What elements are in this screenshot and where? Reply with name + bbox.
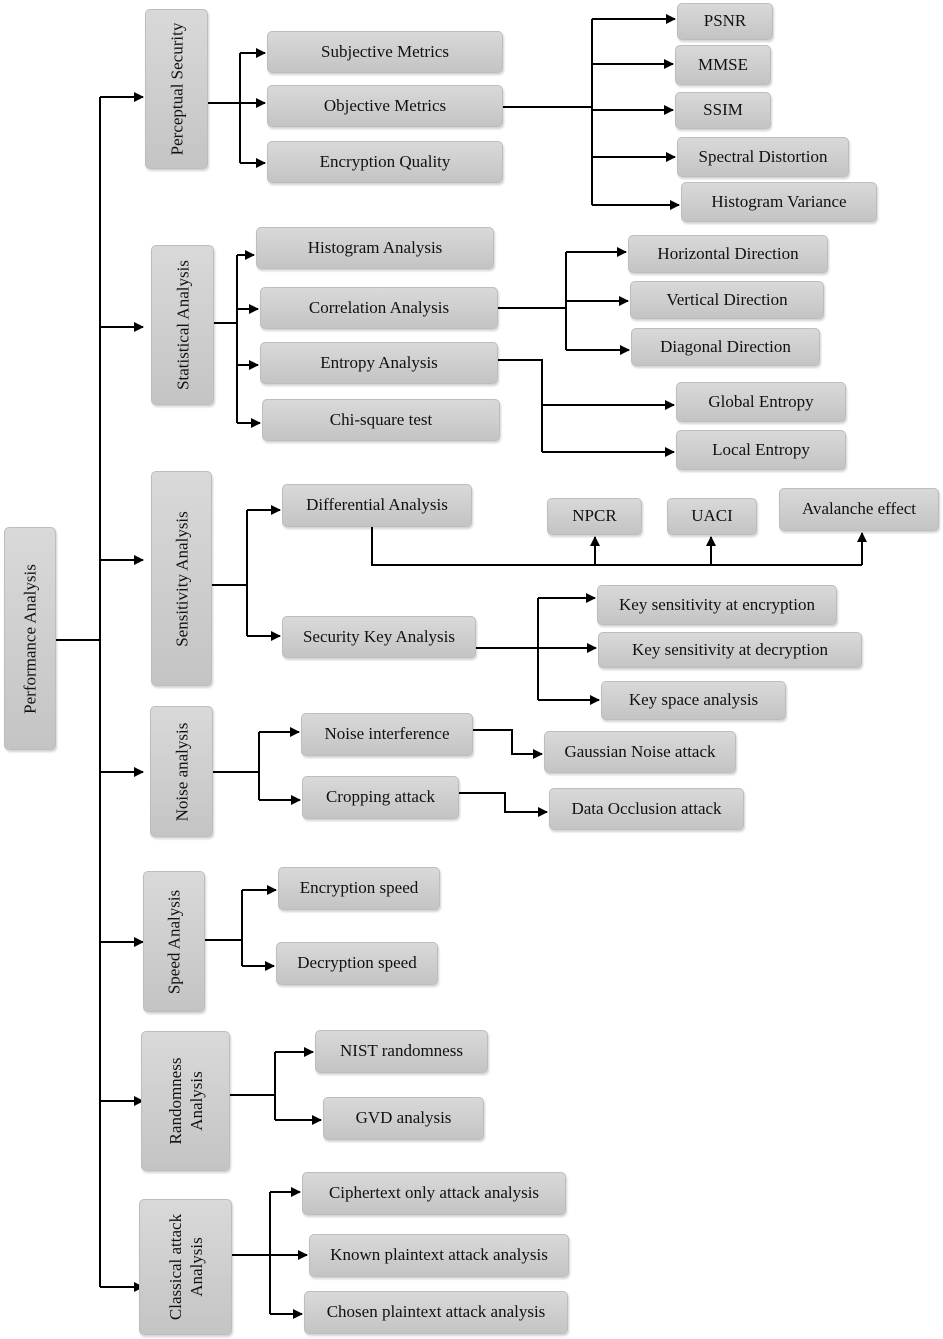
encryption-speed-node: Encryption speed: [278, 867, 440, 910]
gaussian-noise-attack-node: Gaussian Noise attack: [544, 731, 736, 773]
objective-metrics-node: Objective Metrics: [267, 85, 503, 127]
uaci-node: UACI: [667, 498, 757, 535]
diagonal-direction-node: Diagonal Direction: [631, 328, 820, 366]
decryption-speed-node: Decryption speed: [276, 942, 438, 985]
histogram-analysis-node: Histogram Analysis: [256, 227, 494, 269]
perceptual-security-node: Perceptual Security: [145, 9, 208, 169]
sensitivity-analysis-node: Sensitivity Analysis: [151, 471, 212, 686]
randomness-analysis-node: Randomness Analysis: [141, 1031, 230, 1171]
connector-52: [473, 729, 543, 759]
security-key-analysis-node: Security Key Analysis: [282, 616, 476, 658]
statistical-analysis-label: Statistical Analysis: [172, 260, 192, 390]
cropping-attack-node: Cropping attack: [302, 776, 459, 819]
ssim-node: SSIM: [675, 92, 771, 129]
noise-interference-node: Noise interference: [301, 713, 473, 756]
key-sensitivity-decryption-node: Key sensitivity at decryption: [598, 632, 862, 668]
gvd-analysis-node: GVD analysis: [323, 1097, 484, 1140]
data-occlusion-attack-node: Data Occlusion attack: [549, 788, 744, 830]
connector-53: [459, 792, 548, 817]
correlation-analysis-node: Correlation Analysis: [260, 287, 498, 329]
known-plaintext-attack-node: Known plaintext attack analysis: [309, 1234, 569, 1277]
mmse-node: MMSE: [675, 45, 771, 85]
chosen-plaintext-attack-node: Chosen plaintext attack analysis: [304, 1291, 568, 1334]
entropy-analysis-node: Entropy Analysis: [260, 342, 498, 384]
noise-analysis-label: Noise analysis: [171, 722, 191, 821]
sensitivity-analysis-label: Sensitivity Analysis: [171, 510, 191, 647]
avalanche-effect-node: Avalanche effect: [779, 488, 939, 531]
root-node: Performance Analysis: [4, 527, 56, 750]
subjective-metrics-node: Subjective Metrics: [267, 31, 503, 73]
nist-randomness-node: NIST randomness: [315, 1030, 488, 1073]
noise-analysis-node: Noise analysis: [150, 706, 213, 837]
randomness-analysis-label: Randomness Analysis: [165, 1057, 206, 1145]
perceptual-security-label: Perceptual Security: [166, 22, 186, 156]
global-entropy-node: Global Entropy: [676, 382, 846, 422]
classical-attack-analysis-node: Classical attack Analysis: [139, 1199, 232, 1335]
histogram-variance-node: Histogram Variance: [681, 182, 877, 222]
differential-analysis-node: Differential Analysis: [282, 484, 472, 527]
encryption-quality-node: Encryption Quality: [267, 141, 503, 183]
psnr-node: PSNR: [677, 3, 773, 40]
local-entropy-node: Local Entropy: [676, 430, 846, 470]
horizontal-direction-node: Horizontal Direction: [628, 235, 828, 273]
vertical-direction-node: Vertical Direction: [630, 281, 824, 319]
connector-32: [498, 359, 543, 452]
connector-39: [371, 527, 862, 566]
ciphertext-only-attack-node: Ciphertext only attack analysis: [302, 1172, 566, 1215]
root-label: Performance Analysis: [20, 563, 40, 714]
speed-analysis-label: Speed Analysis: [164, 889, 184, 994]
key-space-analysis-node: Key space analysis: [601, 681, 786, 720]
spectral-distortion-node: Spectral Distortion: [677, 137, 849, 177]
key-sensitivity-encryption-node: Key sensitivity at encryption: [597, 585, 837, 625]
speed-analysis-node: Speed Analysis: [143, 871, 205, 1012]
chi-square-test-node: Chi-square test: [262, 399, 500, 441]
npcr-node: NPCR: [547, 498, 642, 535]
classical-attack-analysis-label: Classical attack Analysis: [165, 1213, 206, 1321]
statistical-analysis-node: Statistical Analysis: [151, 245, 214, 405]
